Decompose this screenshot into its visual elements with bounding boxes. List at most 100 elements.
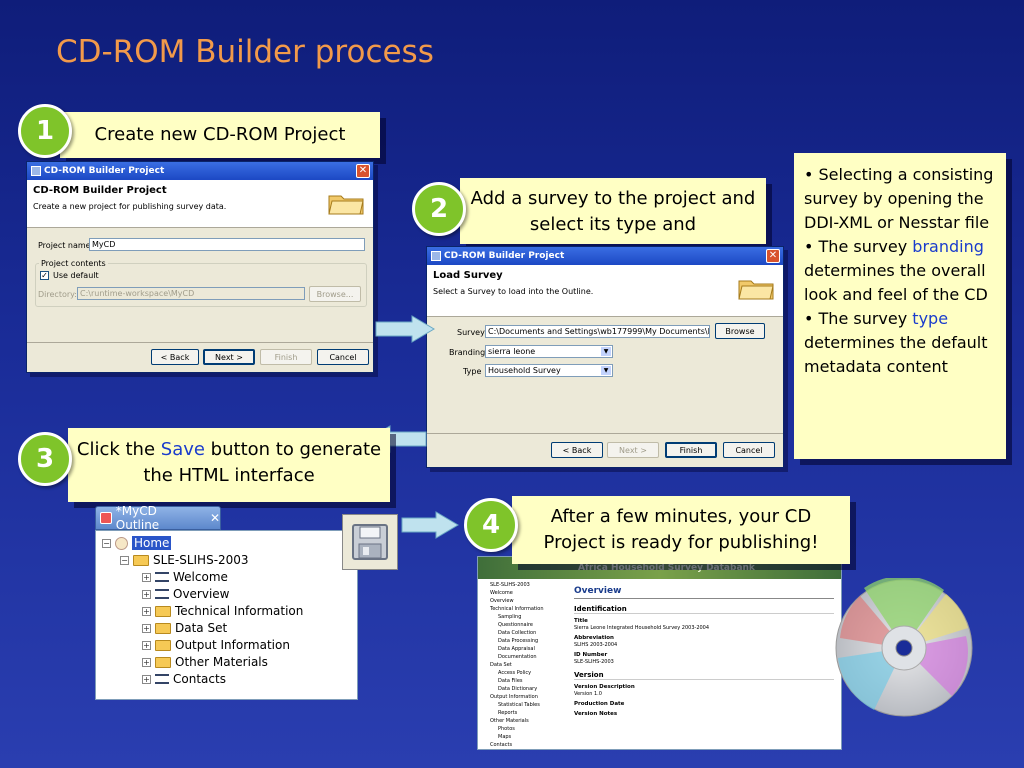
project-name-input[interactable]: MyCD: [89, 238, 365, 251]
step4-text: After a few minutes, your CD Project is …: [543, 506, 819, 553]
arrow-right-icon: [401, 511, 459, 539]
folder-icon: [155, 605, 171, 617]
content-section-heading: Version: [574, 671, 834, 680]
published-nav-item[interactable]: Data Dictionary: [498, 686, 538, 692]
tree-item-other-materials[interactable]: +Other Materials: [142, 655, 268, 669]
use-default-label: Use default: [53, 271, 99, 280]
published-nav-item[interactable]: Data Files: [498, 678, 523, 684]
outline-tab-label: *MyCD Outline: [115, 504, 160, 532]
content-field-label: Production Date: [574, 701, 625, 707]
chevron-down-icon: ▼: [601, 347, 611, 356]
next-button[interactable]: Next >: [607, 442, 659, 458]
home-icon: [115, 536, 128, 550]
content-section-heading: Identification: [574, 605, 834, 614]
survey-browse-button[interactable]: Browse: [715, 323, 765, 339]
type-select[interactable]: Household Survey ▼: [485, 364, 613, 377]
cancel-button[interactable]: Cancel: [723, 442, 775, 458]
published-nav-item[interactable]: Data Set: [490, 662, 512, 668]
step1-text: Create new CD-ROM Project: [94, 124, 346, 145]
branding-select[interactable]: sierra leone ▼: [485, 345, 613, 358]
content-field-value: Version 1.0: [574, 691, 602, 697]
survey-input[interactable]: C:\Documents and Settings\wb177999\My Do…: [485, 325, 710, 338]
outline-tree: −Home −SLE-SLIHS-2003 +Welcome +Overview…: [95, 530, 358, 700]
dialog2-header: Load Survey Select a Survey to load into…: [427, 265, 783, 317]
branding-value: sierra leone: [488, 347, 536, 356]
app-icon: [31, 166, 41, 176]
load-survey-dialog: CD-ROM Builder Project ✕ Load Survey Sel…: [426, 246, 784, 468]
page-icon: [155, 572, 169, 582]
app-icon: [431, 251, 441, 261]
published-nav-item[interactable]: Technical Information: [490, 606, 544, 612]
next-button[interactable]: Next >: [203, 349, 255, 365]
folder-icon: [133, 554, 149, 566]
published-nav-item[interactable]: Data Processing: [498, 638, 539, 644]
outline-tab[interactable]: *MyCD Outline ✕: [95, 504, 221, 532]
dialog2-titlebar: CD-ROM Builder Project: [427, 247, 783, 265]
published-nav-item[interactable]: Access Policy: [498, 670, 532, 676]
cd-disc-icon: [835, 578, 973, 717]
step4-callout: After a few minutes, your CD Project is …: [512, 496, 850, 564]
published-cd-window: Africa Household Survey Databank SLE-SLI…: [477, 556, 842, 750]
published-nav-item[interactable]: Contacts: [490, 742, 513, 748]
close-icon[interactable]: ✕: [209, 511, 220, 525]
directory-input[interactable]: C:\runtime-workspace\MyCD: [77, 287, 305, 300]
folder-icon: [155, 656, 171, 668]
tree-item-overview[interactable]: +Overview: [142, 587, 230, 601]
step1-callout: Create new CD-ROM Project: [60, 112, 380, 158]
published-nav-item[interactable]: SLE-SLIHS-2003: [490, 582, 530, 588]
new-project-dialog: CD-ROM Builder Project ✕ CD-ROM Builder …: [26, 161, 374, 373]
step3-callout: Click the Save button to generate the HT…: [68, 428, 390, 502]
browse-button[interactable]: Browse...: [309, 286, 361, 302]
finish-button[interactable]: Finish: [665, 442, 717, 458]
folder-icon: [738, 280, 774, 300]
project-contents-group: [35, 263, 367, 307]
use-default-checkbox[interactable]: ✓: [40, 271, 49, 280]
dialog1-window-title: CD-ROM Builder Project: [44, 166, 165, 176]
published-nav-item[interactable]: Maps: [498, 734, 512, 740]
content-field-label: ID Number: [574, 652, 608, 658]
tree-item-survey[interactable]: −SLE-SLIHS-2003: [120, 553, 249, 567]
step2-badge: 2: [412, 182, 466, 236]
content-field-value: SLE-SLIHS-2003: [574, 659, 614, 665]
back-button[interactable]: < Back: [551, 442, 603, 458]
content-field-label: Version Notes: [574, 711, 618, 717]
close-icon[interactable]: ✕: [356, 164, 370, 178]
content-field-label: Version Description: [574, 684, 635, 690]
save-button[interactable]: [342, 514, 398, 570]
save-highlight: Save: [160, 439, 205, 460]
slide-title: CD-ROM Builder process: [56, 34, 434, 70]
back-button[interactable]: < Back: [151, 349, 199, 365]
dialog1-header: CD-ROM Builder Project Create a new proj…: [27, 180, 373, 228]
published-nav-item[interactable]: Documentation: [498, 654, 537, 660]
tree-item-welcome[interactable]: +Welcome: [142, 570, 228, 584]
published-nav-item[interactable]: Other Materials: [490, 718, 529, 724]
published-nav-item[interactable]: Output Information: [490, 694, 538, 700]
content-field-value: SLIHS 2003-2004: [574, 642, 618, 648]
project-name-label: Project name:: [38, 241, 94, 250]
finish-button[interactable]: Finish: [260, 349, 312, 365]
folder-icon: [155, 639, 171, 651]
cancel-button[interactable]: Cancel: [317, 349, 369, 365]
published-nav-item[interactable]: Reports: [498, 710, 518, 716]
published-nav-item[interactable]: Overview: [490, 598, 514, 604]
published-nav-item[interactable]: Data Collection: [498, 630, 537, 636]
tree-item-data-set[interactable]: +Data Set: [142, 621, 228, 635]
step1-badge: 1: [18, 104, 72, 158]
outline-icon: [100, 512, 112, 524]
published-nav-item[interactable]: Statistical Tables: [498, 702, 540, 708]
dialog1-separator: [27, 342, 373, 343]
tree-item-technical-information[interactable]: +Technical Information: [142, 604, 304, 618]
type-value: Household Survey: [488, 366, 561, 375]
content-title: Overview: [574, 586, 834, 599]
tree-item-contacts[interactable]: +Contacts: [142, 672, 226, 686]
content-field-label: Title: [574, 618, 588, 624]
tree-item-output-information[interactable]: +Output Information: [142, 638, 290, 652]
published-nav-item[interactable]: Data Appraisal: [498, 646, 535, 652]
published-nav-item[interactable]: Questionnaire: [498, 622, 534, 628]
published-nav-item[interactable]: Photos: [498, 726, 515, 732]
tree-item-home[interactable]: −Home: [102, 536, 172, 550]
published-nav-item[interactable]: Welcome: [490, 590, 513, 596]
published-nav-item[interactable]: Sampling: [498, 614, 522, 620]
close-icon[interactable]: ✕: [766, 249, 780, 263]
